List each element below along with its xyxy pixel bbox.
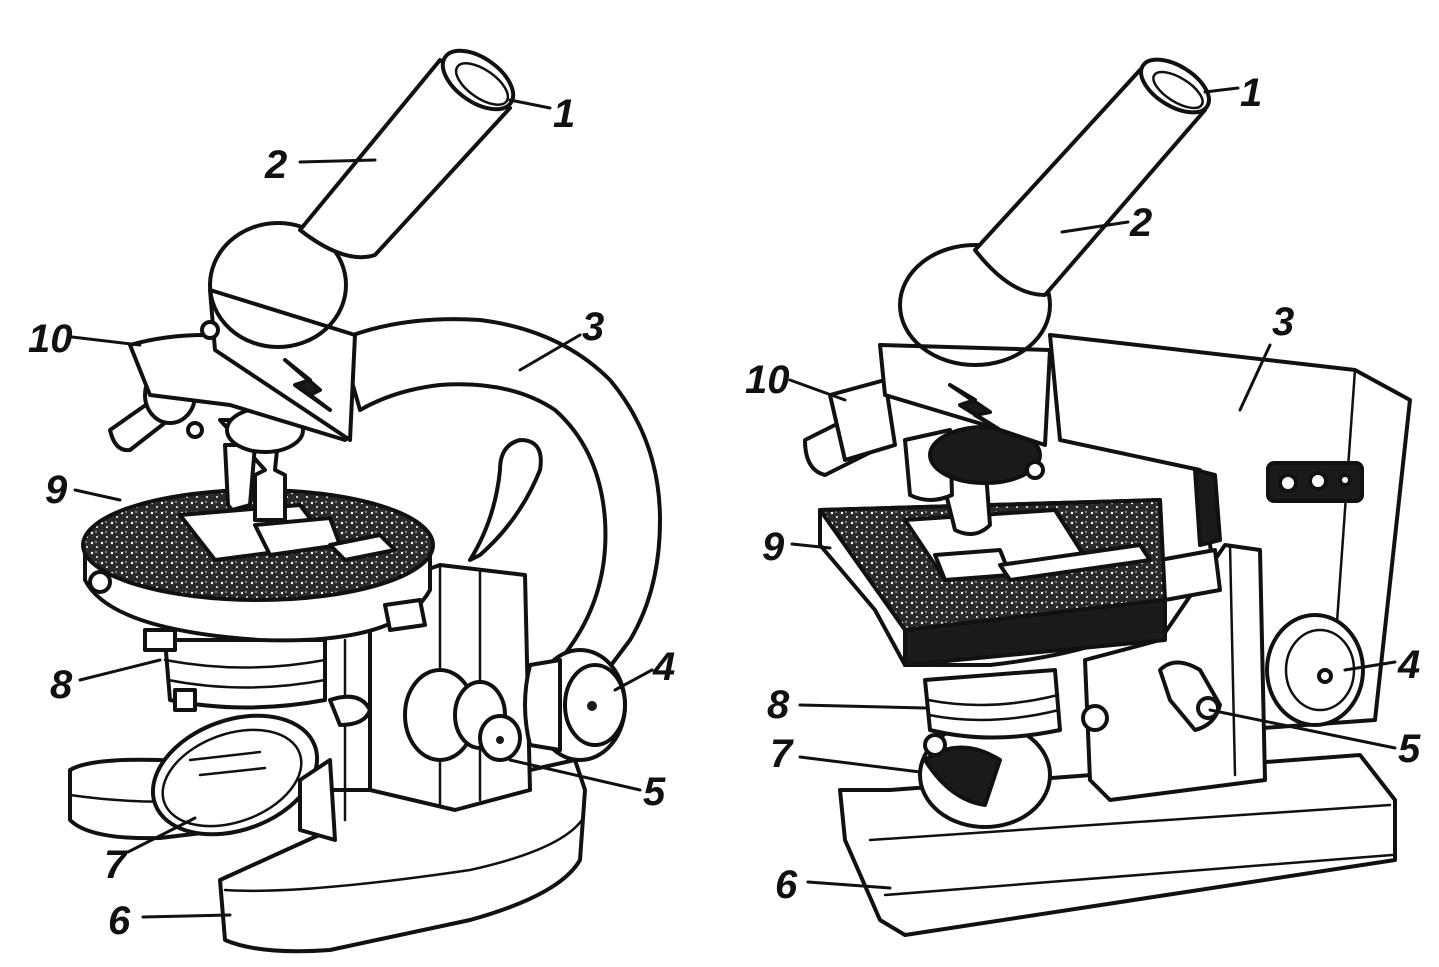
right-label-7: 7: [770, 732, 794, 776]
right-labels: 1 2 3 4 5 6 7 8 9 10: [745, 71, 1421, 907]
left-mirror: [150, 713, 337, 842]
left-label-8: 8: [50, 663, 73, 707]
right-label-10: 10: [745, 358, 790, 402]
left-coarse-knob: [523, 648, 627, 762]
left-label-4: 4: [652, 645, 675, 689]
left-head: [128, 221, 357, 442]
left-label-3: 3: [582, 305, 604, 349]
left-stage: [81, 488, 435, 643]
right-coarse-knob: [1265, 613, 1365, 727]
right-mirror: [918, 721, 1052, 829]
right-label-2: 2: [1129, 201, 1152, 245]
left-label-2: 2: [264, 143, 287, 187]
left-label-9: 9: [45, 468, 68, 512]
left-tube: [298, 48, 516, 260]
left-condenser: [143, 628, 372, 727]
left-fine-knob: [403, 668, 522, 762]
right-condenser: [923, 668, 1062, 740]
right-tube: [973, 57, 1211, 297]
right-stage: [818, 498, 1167, 667]
left-label-6: 6: [108, 899, 131, 943]
left-microscope: [68, 48, 662, 954]
left-label-10: 10: [28, 317, 73, 361]
left-label-7: 7: [104, 843, 128, 887]
left-label-5: 5: [643, 770, 666, 814]
right-head: [878, 243, 1052, 447]
right-label-3: 3: [1272, 300, 1294, 344]
right-label-6: 6: [775, 863, 798, 907]
right-label-5: 5: [1398, 727, 1421, 771]
right-label-9: 9: [762, 525, 785, 569]
right-label-4: 4: [1397, 643, 1420, 687]
right-label-1: 1: [1240, 71, 1262, 115]
left-labels: 1 2 3 4 5 6 7 8 9 10: [28, 92, 675, 943]
right-label-8: 8: [767, 683, 790, 727]
right-fine-knob: [1081, 660, 1222, 732]
left-label-1: 1: [553, 92, 575, 136]
right-microscope: [803, 57, 1412, 937]
left-arm: [338, 317, 662, 682]
